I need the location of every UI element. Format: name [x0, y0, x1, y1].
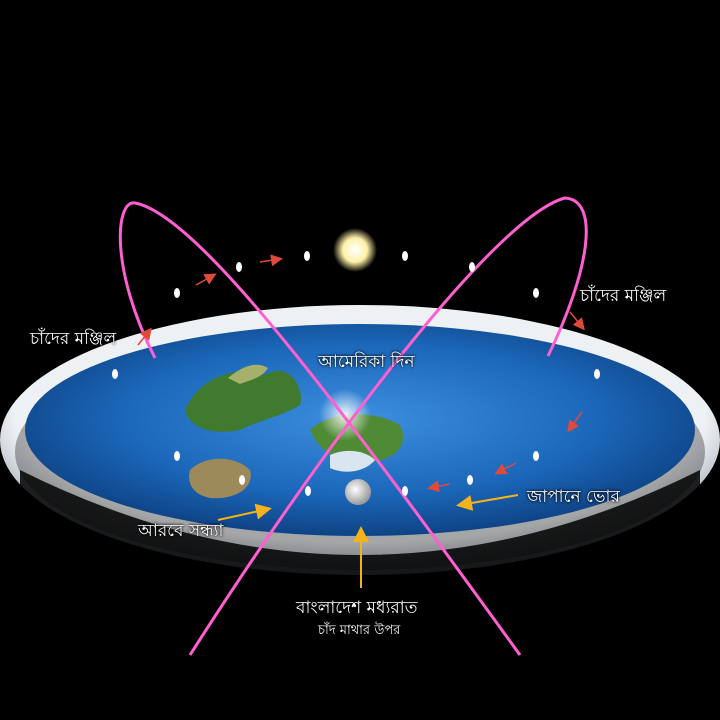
phase-dot: [594, 369, 600, 379]
continent-clouds: [330, 450, 375, 472]
phase-dot: [239, 475, 245, 485]
pointer-arrow-japan: [456, 494, 519, 511]
orbit-curve-left: [118, 201, 522, 656]
direction-arrow: [494, 462, 517, 475]
direction-arrow: [259, 254, 283, 267]
direction-arrows: [137, 254, 585, 493]
pointer-arrows: [217, 494, 519, 588]
moon-phase-dots: [112, 251, 600, 496]
phase-dot: [236, 262, 242, 272]
direction-arrow: [195, 273, 217, 286]
sun-icon: [333, 228, 377, 272]
direction-arrow: [137, 327, 152, 346]
earth-disk: [0, 305, 720, 610]
phase-dot: [402, 486, 408, 496]
center-glow: [319, 389, 371, 441]
orbit-curves: [118, 196, 588, 656]
phase-dot: [304, 251, 310, 261]
direction-arrow: [567, 411, 583, 433]
phase-dot: [467, 475, 473, 485]
label-moon-phases-right: চাঁদের মঞ্জিল: [580, 286, 667, 306]
label-bangladesh-midnight: বাংলাদেশ মধ্যরাত: [296, 598, 418, 618]
phase-dot: [112, 369, 118, 379]
label-arab-evening: আরবে সন্ধ্যা: [138, 521, 224, 541]
orbit-curve-right: [188, 196, 588, 656]
direction-arrow: [569, 311, 585, 331]
phase-dot: [469, 262, 475, 272]
direction-arrow: [427, 480, 451, 493]
phase-dot: [174, 451, 180, 461]
continent-greenland: [228, 364, 268, 384]
phase-dot: [402, 251, 408, 261]
label-japan-dawn: জাপানে ভোর: [527, 487, 620, 507]
moon-icon: [345, 479, 371, 505]
label-moon-phases-left: চাঁদের মঞ্জিল: [30, 329, 117, 349]
phase-dot: [174, 288, 180, 298]
continent-americas-north: [185, 370, 301, 432]
continent-africa: [189, 458, 251, 499]
pointer-arrow-arab: [217, 503, 272, 521]
phase-dot: [305, 486, 311, 496]
label-america-day: আমেরিকা দিন: [318, 352, 415, 372]
phase-dot: [533, 288, 539, 298]
phase-dot: [533, 451, 539, 461]
label-moon-overhead: চাঁদ মাথার উপর: [318, 623, 401, 638]
disk-underside: [20, 470, 700, 610]
